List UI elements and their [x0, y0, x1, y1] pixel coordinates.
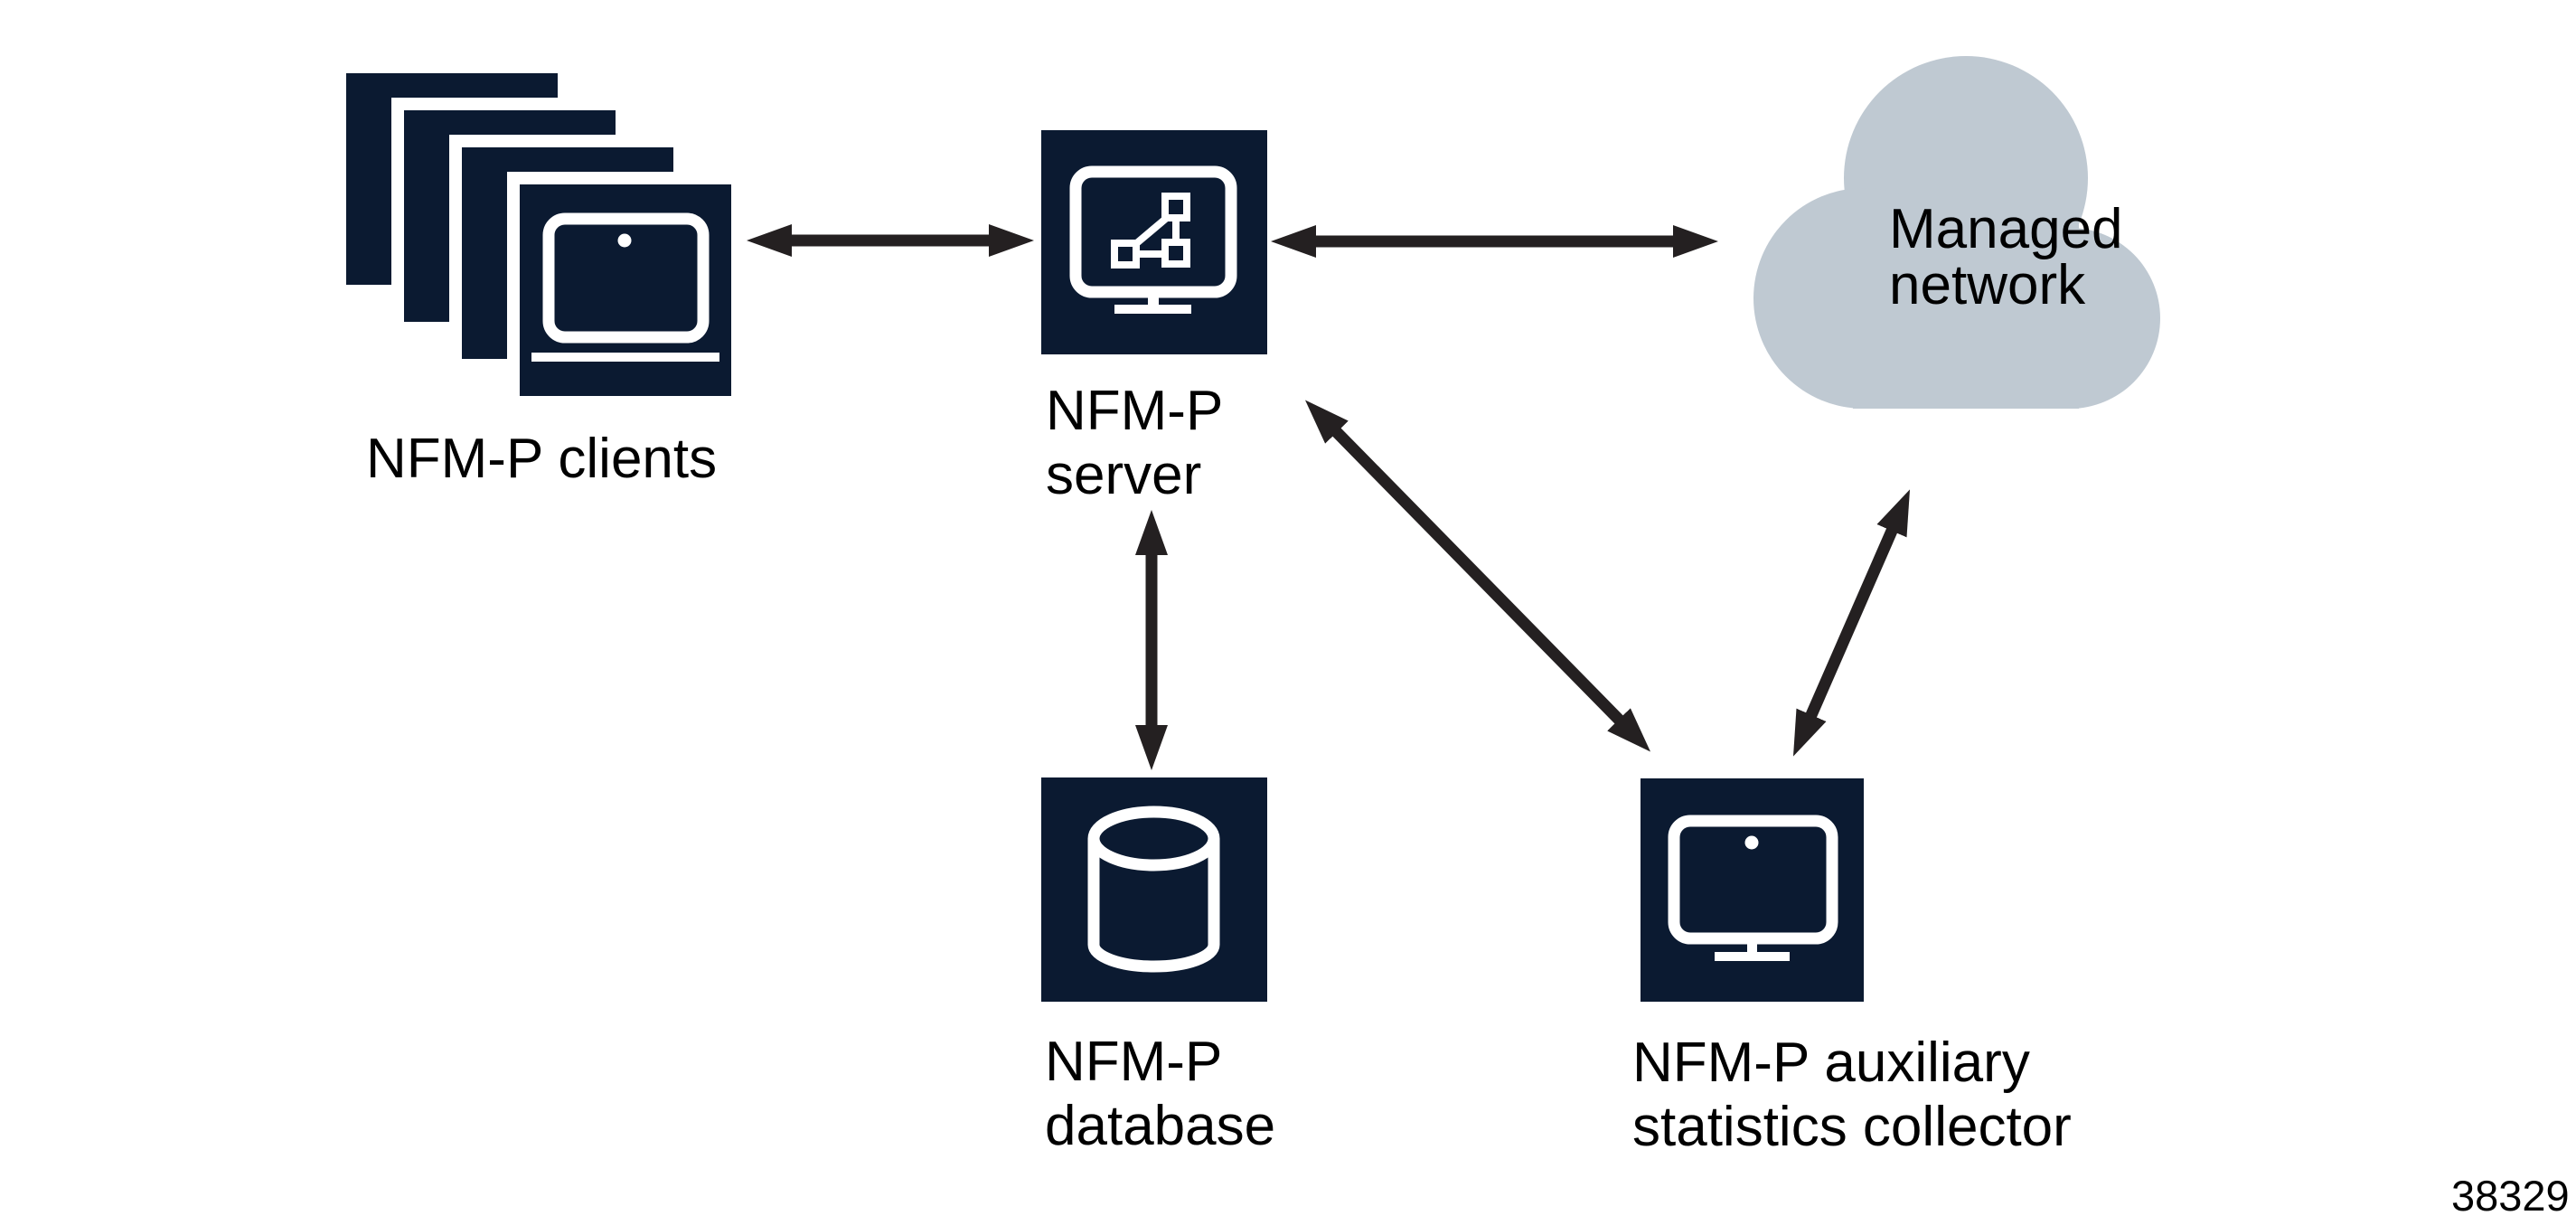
clients-label: NFM-P clients	[366, 428, 718, 490]
aux-collector-label: NFM-P auxiliary statistics collector	[1632, 1031, 2072, 1159]
figure-number: 38329	[2451, 1172, 2570, 1220]
database-label-line2: database	[1045, 1095, 1276, 1157]
database-label-line1: NFM-P	[1045, 1031, 1223, 1093]
aux-collector-label-line1: NFM-P auxiliary	[1632, 1032, 2030, 1094]
managed-network-label-line2: network	[1889, 254, 2086, 316]
cloud-shape	[1753, 56, 2160, 409]
database-label: NFM-P database	[1045, 1030, 1275, 1158]
server-label-line1: NFM-P	[1046, 380, 1224, 442]
aux-collector-label-line2: statistics collector	[1632, 1096, 2072, 1158]
managed-network-label-line1: Managed	[1889, 198, 2123, 260]
server-label: NFM-P server	[1046, 379, 1223, 507]
arrow-server-aux-collector	[1304, 400, 1651, 752]
topology-monitor-icon	[1041, 130, 1267, 354]
managed-network-label: Managed network	[1889, 202, 2123, 314]
monitor-icon	[1641, 778, 1864, 1002]
database-cylinder-icon	[1041, 777, 1267, 1002]
arrow-managed-network-aux-collector	[1792, 489, 1911, 757]
server-label-line2: server	[1046, 444, 1202, 506]
laptop-stack-icon	[340, 67, 738, 402]
